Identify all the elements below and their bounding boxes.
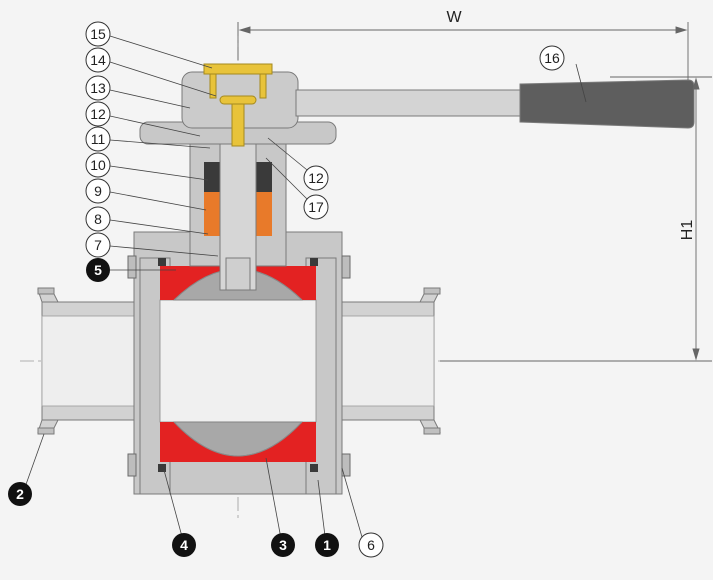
callout-9-label: 9 bbox=[94, 183, 102, 199]
callout-7: 7 bbox=[85, 232, 111, 258]
callout-5: 5 bbox=[86, 258, 110, 282]
dimension-height-label: H1 bbox=[679, 220, 696, 241]
callout-3-label: 3 bbox=[279, 537, 287, 553]
callout-14-label: 14 bbox=[90, 52, 106, 68]
callout-16-label: 16 bbox=[544, 50, 560, 66]
callout-10-label: 10 bbox=[90, 157, 106, 173]
callout-10: 10 bbox=[85, 152, 111, 178]
callout-17: 17 bbox=[303, 194, 329, 220]
callout-17-label: 17 bbox=[308, 199, 324, 215]
callout-5-label: 5 bbox=[94, 262, 102, 278]
callout-14: 14 bbox=[85, 47, 111, 73]
callout-2: 2 bbox=[8, 482, 32, 506]
callout-7-label: 7 bbox=[94, 237, 102, 253]
callout-4: 4 bbox=[172, 533, 196, 557]
stem-cap bbox=[203, 63, 273, 147]
callout-11-label: 11 bbox=[91, 131, 106, 147]
callout-16: 16 bbox=[539, 45, 565, 71]
callout-4-label: 4 bbox=[180, 537, 188, 553]
body-bolts bbox=[127, 255, 351, 477]
callout-12-right: 12 bbox=[303, 165, 329, 191]
callout-15: 15 bbox=[85, 21, 111, 47]
stem-tang bbox=[225, 257, 251, 291]
callout-12-left: 12 bbox=[85, 101, 111, 127]
callout-12-left-label: 12 bbox=[90, 106, 106, 122]
body-gaskets bbox=[158, 258, 318, 472]
callout-6-label: 6 bbox=[367, 537, 375, 553]
leader-lines bbox=[23, 35, 587, 545]
handle bbox=[181, 71, 695, 129]
callout-11: 11 bbox=[85, 126, 111, 152]
callout-13: 13 bbox=[85, 75, 111, 101]
callout-8-label: 8 bbox=[94, 211, 102, 227]
callout-12-right-label: 12 bbox=[308, 170, 324, 186]
dimension-lines bbox=[237, 22, 712, 362]
callout-3: 3 bbox=[271, 533, 295, 557]
body-cavity bbox=[159, 299, 317, 423]
callout-6: 6 bbox=[358, 532, 384, 558]
callout-9: 9 bbox=[85, 178, 111, 204]
callout-13-label: 13 bbox=[90, 80, 106, 96]
callout-8: 8 bbox=[85, 206, 111, 232]
callout-2-label: 2 bbox=[16, 486, 24, 502]
callout-15-label: 15 bbox=[90, 26, 106, 42]
dimension-width-label: W bbox=[446, 9, 462, 26]
callout-1-label: 1 bbox=[323, 537, 331, 553]
callout-1: 1 bbox=[315, 533, 339, 557]
packing bbox=[204, 162, 272, 236]
